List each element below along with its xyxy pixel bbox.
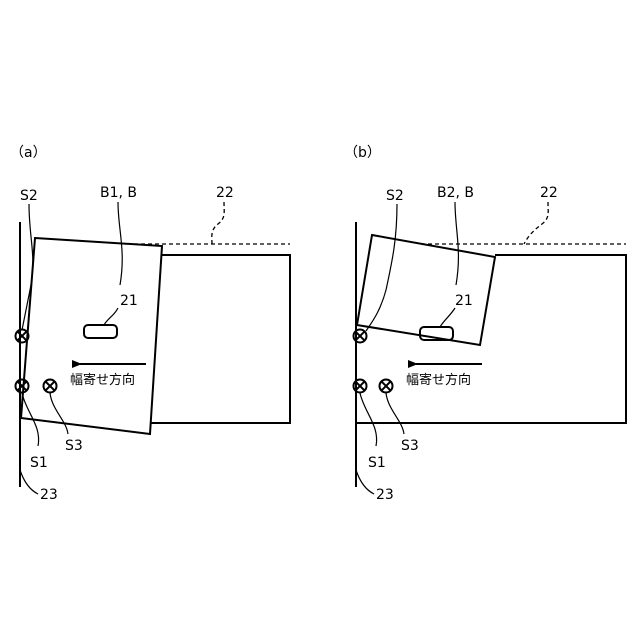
panel-a-aligner-ref: 21 xyxy=(120,293,138,309)
panel-b-sheet-label: B2, B xyxy=(437,185,474,201)
panel-a-direction-label: 幅寄せ方向 xyxy=(70,372,135,388)
panel-b-sheet xyxy=(357,235,495,345)
panel-a-tray-ref: 22 xyxy=(216,185,234,201)
panel-a-label: （a） xyxy=(10,145,47,161)
panel-b-s3-label: S3 xyxy=(401,438,419,454)
panel-b-leader-s1 xyxy=(360,393,377,446)
panel-a-s1-label: S1 xyxy=(30,455,48,471)
panel-a-leader-tray xyxy=(212,202,224,244)
panel-b-direction-label: 幅寄せ方向 xyxy=(406,372,471,388)
panel-b-s1-label: S1 xyxy=(368,455,386,471)
panel-a-sheet xyxy=(21,238,162,434)
panel-b-wall-ref: 23 xyxy=(376,487,394,503)
panel-b-leader-wall xyxy=(356,470,374,494)
panel-a-tray-outline xyxy=(150,255,290,423)
panel-b-sensor-s3-icon xyxy=(380,380,393,393)
panel-a-s3-label: S3 xyxy=(65,438,83,454)
panel-a-s2-label: S2 xyxy=(20,188,38,204)
panel-b-tray-ref: 22 xyxy=(540,185,558,201)
panel-b-leader-s3 xyxy=(386,393,404,434)
panel-b-aligner-ref: 21 xyxy=(455,293,473,309)
panel-a: （a） 幅寄せ方向 xyxy=(10,145,290,503)
panel-a-leader-wall xyxy=(20,470,38,494)
panel-b-leader-tray xyxy=(524,202,548,244)
panel-b: （b） 幅寄せ方向 xyxy=(344,145,626,503)
panel-b-label: （b） xyxy=(344,145,381,161)
panel-b-s2-label: S2 xyxy=(386,188,404,204)
panel-a-sheet-label: B1, B xyxy=(100,185,137,201)
panel-a-wall-ref: 23 xyxy=(40,487,58,503)
